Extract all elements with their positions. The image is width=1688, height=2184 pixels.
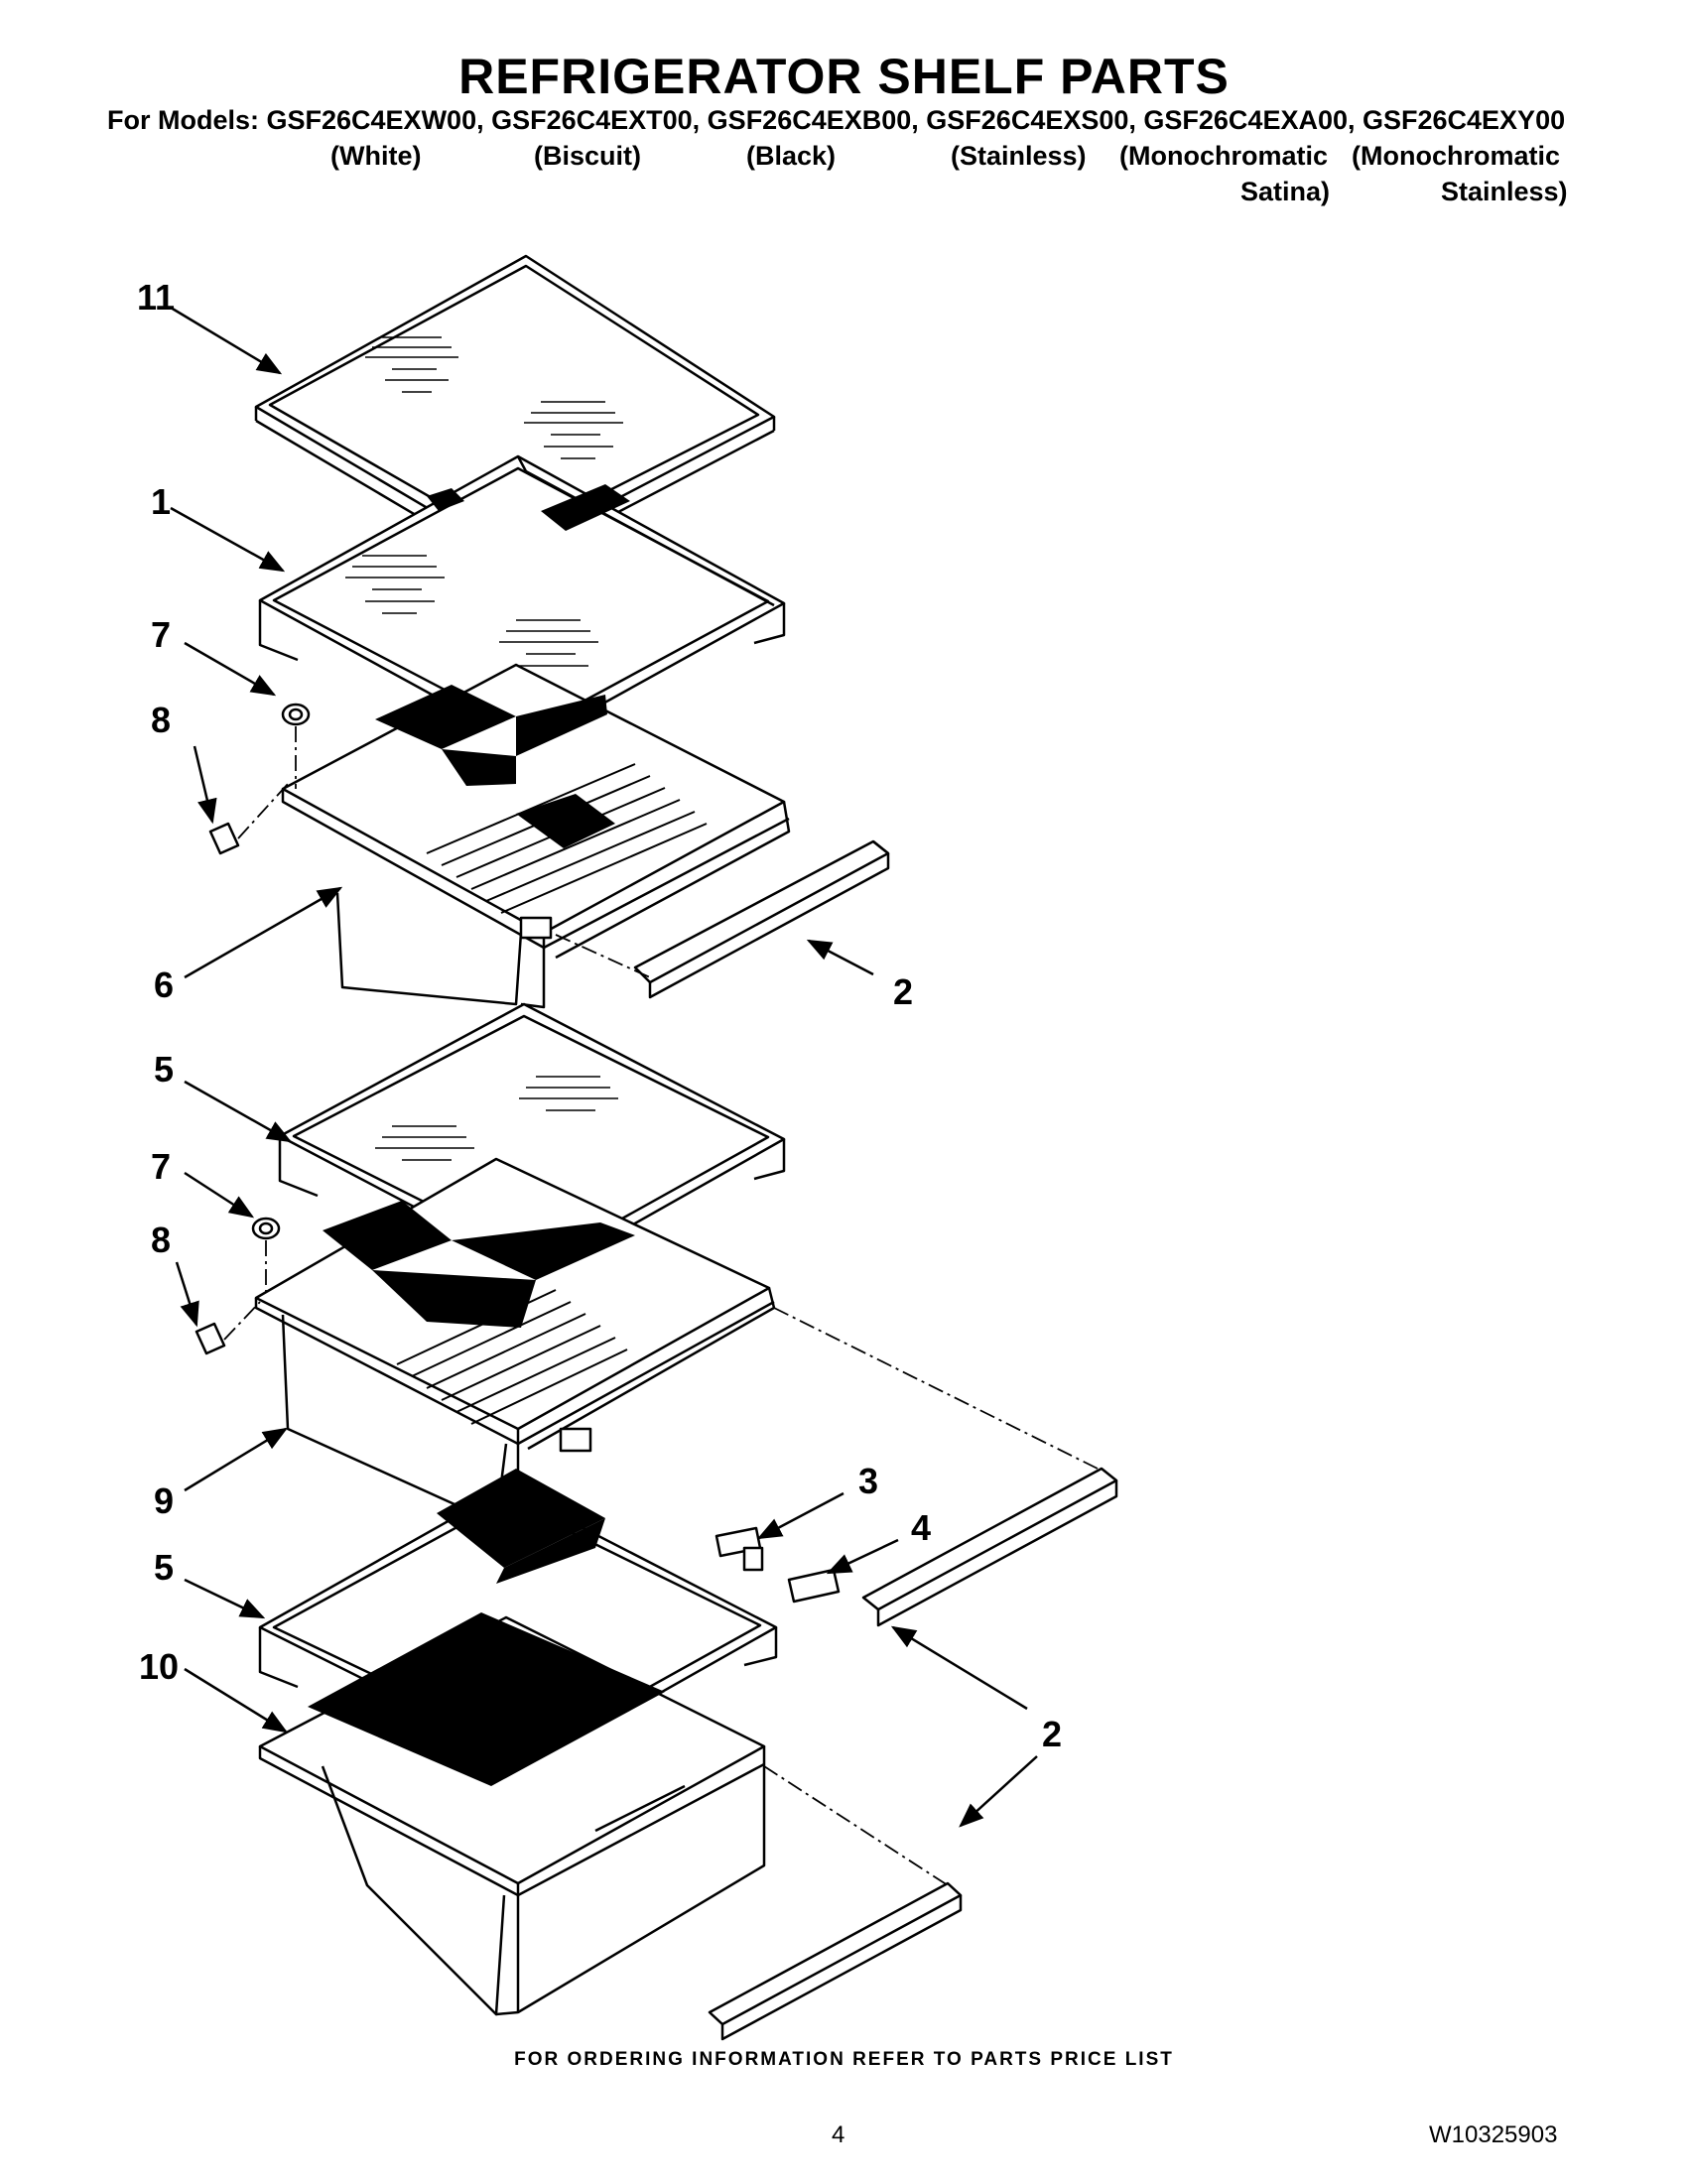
- variant-monochromatic-satina: (Monochromatic: [1119, 141, 1329, 171]
- part-1-shelf-frame: [258, 454, 786, 764]
- part-4-bracket: [787, 1568, 841, 1604]
- callout-2-lower: 2: [1042, 1714, 1062, 1754]
- callout-11: 11: [137, 277, 175, 318]
- callout-7: 7: [151, 614, 171, 655]
- page-number: 4: [832, 2121, 845, 2148]
- page-title: REFRIGERATOR SHELF PARTS: [458, 49, 1230, 104]
- callout-4: 4: [911, 1507, 931, 1548]
- part-8-fastener-middle: [195, 1322, 226, 1355]
- document-number: W10325903: [1429, 2121, 1558, 2148]
- variant-monochromatic-stainless: (Monochromatic: [1352, 141, 1561, 171]
- part-7-knob-middle: [251, 1217, 281, 1240]
- part-3-bracket: [714, 1526, 764, 1572]
- part-8-fastener-upper: [208, 822, 240, 855]
- ordering-note: FOR ORDERING INFORMATION REFER TO PARTS …: [514, 2049, 1174, 2070]
- callout-2: 2: [893, 971, 913, 1012]
- callout-7-lower: 7: [151, 1146, 171, 1187]
- part-9-drawer: [254, 1157, 776, 1525]
- variant-satina-line2: Satina): [1240, 177, 1331, 206]
- callout-6: 6: [154, 964, 174, 1005]
- part-2-trim-strip-middle: [861, 1467, 1118, 1627]
- part-2-trim-strip-lower: [708, 1881, 963, 2041]
- part-7-knob-upper: [281, 703, 311, 726]
- variant-stainless: (Stainless): [951, 141, 1087, 171]
- variant-white: (White): [330, 141, 422, 171]
- part-2-trim-strip-upper: [633, 839, 890, 999]
- variant-stainless-line2: Stainless): [1441, 177, 1568, 206]
- models-line: For Models: GSF26C4EXW00, GSF26C4EXT00, …: [107, 105, 1566, 135]
- callout-8: 8: [151, 700, 171, 740]
- callout-10: 10: [139, 1646, 179, 1687]
- variant-biscuit: (Biscuit): [534, 141, 641, 171]
- callout-5-lower: 5: [154, 1547, 174, 1588]
- callout-3: 3: [858, 1461, 878, 1501]
- black-mask-blocks: [308, 484, 665, 1786]
- callout-9: 9: [154, 1480, 174, 1521]
- callout-5: 5: [154, 1049, 174, 1090]
- variant-black: (Black): [746, 141, 837, 171]
- callout-1: 1: [151, 481, 171, 522]
- callout-8-lower: 8: [151, 1220, 171, 1260]
